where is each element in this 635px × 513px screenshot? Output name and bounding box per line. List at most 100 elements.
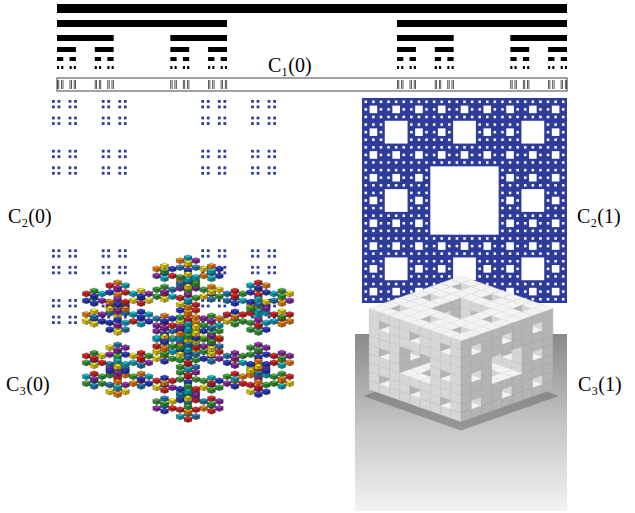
carpet-hole <box>562 207 565 210</box>
carpet-hole <box>448 260 451 263</box>
dust-square <box>118 150 121 153</box>
dust-cube <box>106 389 114 395</box>
carpet-hole <box>524 283 527 286</box>
cube-face <box>153 273 161 276</box>
cantor-bar <box>397 57 403 61</box>
carpet-hole <box>509 146 512 149</box>
carpet-hole <box>365 131 368 134</box>
dust-cube <box>286 374 294 380</box>
carpet-hole <box>380 268 383 271</box>
dust-cube <box>254 379 262 385</box>
cube-face <box>168 287 176 290</box>
cantor-tick <box>182 80 184 89</box>
carpet-hole <box>410 176 413 179</box>
carpet-hole <box>448 252 451 255</box>
carpet-hole <box>365 138 368 141</box>
cube-face <box>137 362 145 365</box>
dust-cube <box>247 345 255 351</box>
dust-cube <box>114 358 122 364</box>
cube-face <box>106 351 114 354</box>
dust-cube <box>153 293 161 299</box>
cantor-tick <box>184 80 186 89</box>
carpet-hole <box>365 154 368 157</box>
dust-square <box>124 155 127 158</box>
cube-face <box>208 263 216 266</box>
dust-square <box>273 155 276 158</box>
dust-square <box>58 166 61 169</box>
dust-square <box>124 166 127 169</box>
dust-cube <box>153 328 161 334</box>
dust-square <box>74 271 77 274</box>
carpet-hole <box>562 161 565 164</box>
dust-square <box>201 117 204 120</box>
carpet-hole <box>547 275 550 278</box>
dust-square <box>52 271 55 274</box>
cantor-tick <box>448 80 450 89</box>
cantor-bar <box>170 66 172 69</box>
carpet-hole <box>387 222 390 225</box>
cantor-bar <box>57 35 114 41</box>
dust-cube <box>90 356 98 362</box>
carpet-hole <box>562 101 565 104</box>
carpet-hole <box>521 121 544 144</box>
carpet-hole <box>532 169 535 172</box>
cube-face <box>137 350 145 353</box>
carpet-hole <box>552 242 560 250</box>
cantor-tick <box>436 80 438 89</box>
carpet-hole <box>402 101 405 104</box>
dust-cube <box>98 380 106 386</box>
dust-cube <box>168 273 176 279</box>
dust-square <box>268 172 271 175</box>
dust-square <box>102 122 105 125</box>
carpet-hole <box>402 146 405 149</box>
carpet-hole <box>494 116 497 119</box>
carpet-hole <box>365 237 368 240</box>
cantor-bar <box>447 66 449 69</box>
dust-cube <box>168 287 176 293</box>
dust-cube <box>278 376 286 382</box>
carpet-hole <box>387 161 390 164</box>
carpet-hole <box>516 161 519 164</box>
dust-cube <box>176 302 184 308</box>
carpet-hole <box>524 290 527 293</box>
carpet-hole <box>463 237 466 240</box>
cube-face <box>114 354 122 357</box>
dust-cube <box>137 371 145 377</box>
dust-cube <box>208 358 216 364</box>
carpet-hole <box>463 161 466 164</box>
carpet-hole <box>501 283 504 286</box>
carpet-hole <box>529 106 537 114</box>
cube-face <box>98 353 106 356</box>
carpet-hole <box>562 192 565 195</box>
dust-square <box>273 166 276 169</box>
carpet-hole <box>365 169 368 172</box>
carpet-hole <box>547 230 550 233</box>
dust-square <box>218 122 221 125</box>
cantor-bar <box>435 66 437 69</box>
carpet-hole <box>478 275 481 278</box>
dust-square <box>207 249 210 252</box>
carpet-hole <box>524 161 527 164</box>
cantor-bar <box>397 47 416 52</box>
carpet-hole <box>453 257 476 280</box>
cube-face <box>254 358 262 361</box>
dust-square <box>118 155 121 158</box>
dust-cube <box>114 379 122 385</box>
dust-square <box>58 117 61 120</box>
carpet-hole <box>547 214 550 217</box>
dust-cube <box>208 351 216 357</box>
dust-cube <box>129 374 137 380</box>
dust-square <box>223 100 226 103</box>
carpet-hole <box>509 283 512 286</box>
dust-square <box>268 100 271 103</box>
carpet-hole <box>380 252 383 255</box>
dust-square <box>52 299 55 302</box>
dust-square <box>257 122 260 125</box>
carpet-hole <box>501 199 504 202</box>
dust-cube <box>200 349 208 355</box>
dust-cube <box>286 360 294 366</box>
cube-face <box>153 266 161 269</box>
dust-cube <box>184 267 192 273</box>
carpet-hole <box>509 260 512 263</box>
carpet-hole <box>509 101 512 104</box>
